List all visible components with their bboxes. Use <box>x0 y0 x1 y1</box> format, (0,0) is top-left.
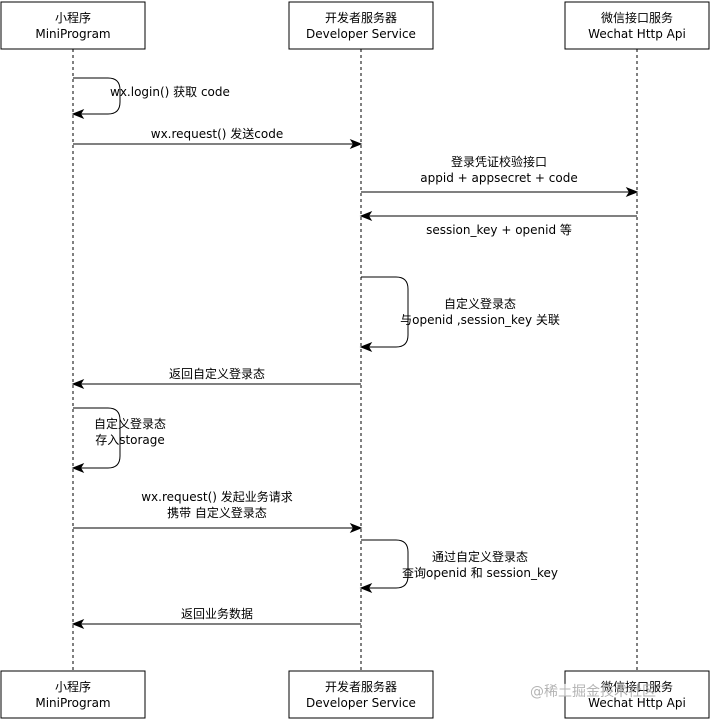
participant-bottom-2: 微信接口服务 Wechat Http Api <box>564 670 710 719</box>
message-3: 登录凭证校验接口 appid + appsecret + code <box>361 154 639 198</box>
message-label: wx.login() 获取 code <box>110 85 230 99</box>
message-label: 通过自定义登录态 <box>432 549 528 564</box>
arrowhead <box>349 138 363 150</box>
message-label: 携带 自定义登录态 <box>167 505 267 520</box>
participant-top-2: 微信接口服务 Wechat Http Api <box>564 1 710 50</box>
participant-box <box>564 1 710 50</box>
watermark: @稀土掘金技术社区 <box>530 684 656 700</box>
participant-name-en: MiniProgram <box>35 27 110 41</box>
self-message-line <box>361 276 409 348</box>
participant-name-zh: 开发者服务器 <box>325 10 397 25</box>
arrowhead <box>71 378 85 390</box>
messages: wx.login() 获取 code wx.request() 发送code 登录凭… <box>71 77 639 630</box>
arrowhead <box>359 582 373 594</box>
message-label: 登录凭证校验接口 <box>451 154 547 169</box>
message-1: wx.login() 获取 code <box>71 77 230 120</box>
message-10: 返回业务数据 <box>71 606 361 630</box>
message-4: session_key + openid 等 <box>359 210 637 237</box>
participant-bottom-1: 开发者服务器 Developer Service <box>288 670 434 719</box>
participant-box <box>288 1 434 50</box>
participant-top-0: 小程序 MiniProgram <box>0 1 146 50</box>
self-message-line <box>73 407 121 469</box>
message-label: session_key + openid 等 <box>426 223 572 237</box>
participant-box <box>288 670 434 719</box>
arrowhead <box>71 462 85 474</box>
self-message-line <box>73 77 121 115</box>
participant-name-zh: 微信接口服务 <box>601 10 673 25</box>
arrowhead <box>625 186 639 198</box>
arrowhead <box>71 618 85 630</box>
message-label: wx.request() 发起业务请求 <box>141 489 293 504</box>
participant-name-zh: 微信接口服务 <box>601 679 673 694</box>
message-label: appid + appsecret + code <box>420 171 577 185</box>
participant-name-en: MiniProgram <box>35 696 110 710</box>
message-label: 查询openid 和 session_key <box>402 566 558 580</box>
participant-name-en: Wechat Http Api <box>588 696 686 710</box>
participant-name-zh: 小程序 <box>55 679 91 694</box>
lifelines <box>72 49 638 671</box>
participant-box <box>564 670 710 719</box>
message-label: 自定义登录态 <box>94 416 166 431</box>
participant-box <box>0 670 146 719</box>
self-message-line <box>361 539 409 589</box>
participant-name-en: Wechat Http Api <box>588 27 686 41</box>
message-label: 存入storage <box>95 433 165 447</box>
participant-name-zh: 小程序 <box>55 10 91 25</box>
message-label: 与openid ,session_key 关联 <box>400 313 560 327</box>
message-2: wx.request() 发送code <box>73 126 363 150</box>
arrowhead <box>359 341 373 353</box>
arrowhead <box>349 522 363 534</box>
participant-name-en: Developer Service <box>306 27 416 41</box>
participant-name-en: Developer Service <box>306 696 416 710</box>
message-label: 返回自定义登录态 <box>169 366 265 381</box>
message-label: 自定义登录态 <box>444 296 516 311</box>
arrowhead <box>71 108 85 120</box>
message-label: wx.request() 发送code <box>151 126 283 141</box>
participant-bottom-0: 小程序 MiniProgram <box>0 670 146 719</box>
participant-box <box>0 1 146 50</box>
message-label: 返回业务数据 <box>181 606 253 621</box>
participant-name-zh: 开发者服务器 <box>325 679 397 694</box>
arrowhead <box>359 210 373 222</box>
participant-top-1: 开发者服务器 Developer Service <box>288 1 434 50</box>
message-6: 返回自定义登录态 <box>71 366 361 390</box>
